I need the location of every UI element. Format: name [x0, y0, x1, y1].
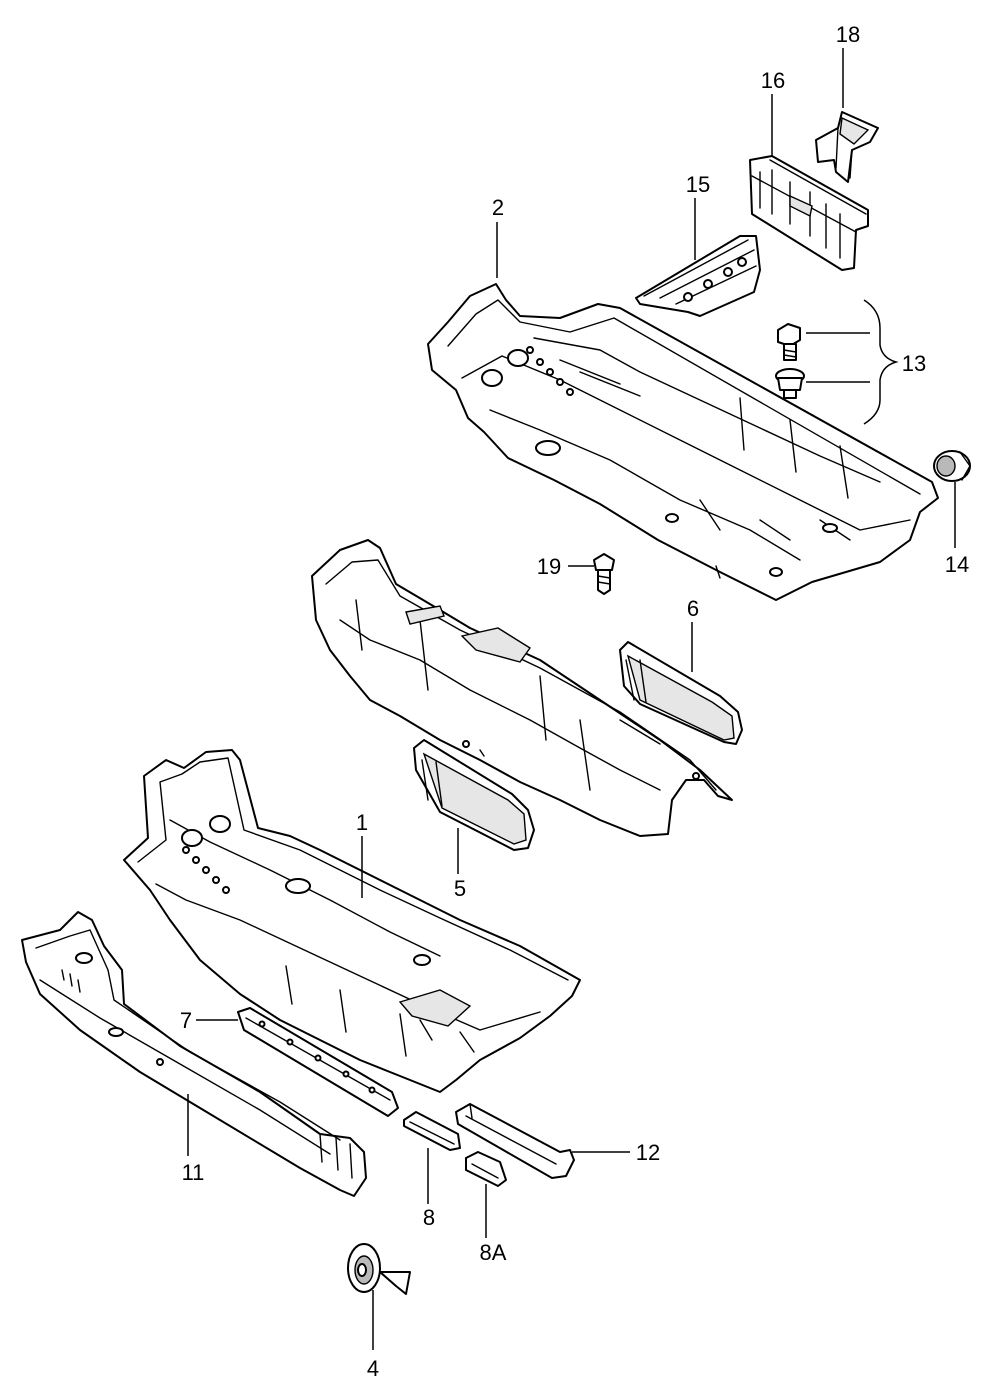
callout-8: 8	[423, 1205, 435, 1230]
callout-4: 4	[367, 1356, 379, 1381]
callout-6: 6	[687, 596, 699, 621]
callout-19: 19	[537, 554, 561, 579]
callout-1: 1	[356, 810, 368, 835]
part-12-bracket	[455, 1103, 575, 1179]
part-4-tape-roll	[347, 1243, 411, 1295]
part-18-bracket	[815, 111, 879, 183]
part-1-front-floor-pan	[123, 749, 581, 1093]
callout-11: 11	[182, 1160, 205, 1185]
part-11-sill-member	[21, 911, 367, 1197]
part-8a-bracket	[465, 1151, 507, 1187]
callout-7: 7	[180, 1008, 192, 1033]
part-13-bolt-upper	[777, 323, 801, 361]
callout-13: 13	[902, 351, 926, 376]
part-16-reinforcement	[749, 155, 869, 271]
callout-12: 12	[636, 1140, 660, 1165]
part-14-grommet	[933, 450, 971, 482]
part-8-bracket	[403, 1111, 461, 1151]
part-7-reinforcement-strip	[237, 1007, 399, 1117]
callout-14: 14	[945, 552, 969, 577]
part-6-side-member	[619, 641, 743, 745]
part-19-screw	[593, 553, 615, 595]
callout-5: 5	[454, 876, 466, 901]
callout-2: 2	[492, 195, 504, 220]
part-2-rear-floor-pan	[427, 283, 939, 601]
callout-15: 15	[686, 172, 710, 197]
part-5-side-member	[413, 739, 535, 851]
callout-16: 16	[761, 68, 785, 93]
middle-floor-panel	[311, 539, 733, 837]
callout-18: 18	[836, 22, 860, 47]
callout-8a: 8A	[480, 1240, 507, 1265]
leader-lines	[187, 48, 956, 1350]
part-13-bolt-lower	[775, 368, 805, 399]
callout-labels: 18 16 15 2 13 14 19 6 1 5 7 11 12 8 8A 4	[180, 22, 969, 1381]
part-15-cross-member	[635, 235, 761, 317]
